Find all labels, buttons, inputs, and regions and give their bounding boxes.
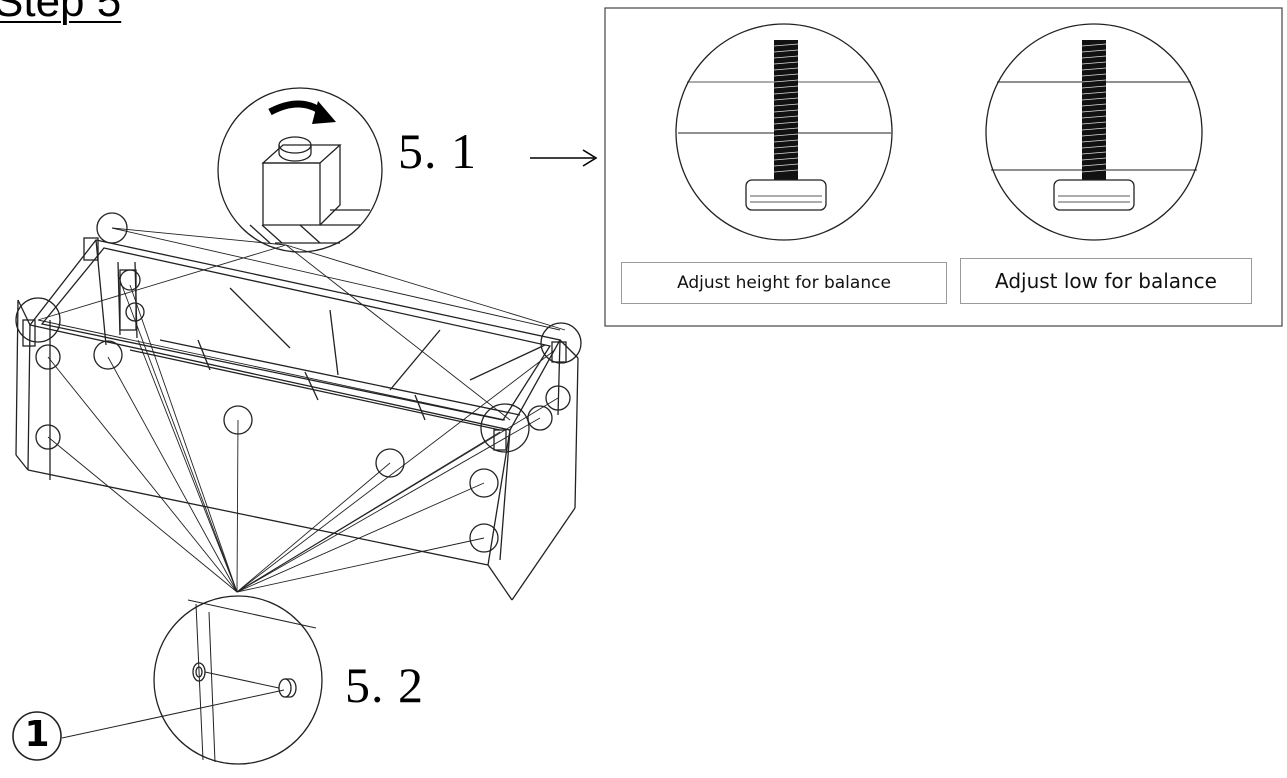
- right-arrow-icon: [530, 149, 598, 167]
- caption-adjust-low: Adjust low for balance: [960, 258, 1252, 304]
- caption-adjust-height: Adjust height for balance: [621, 262, 947, 304]
- detail-leader-lines-bottom: [47, 274, 559, 593]
- detail-label-leveling-foot: 5. 1: [398, 123, 477, 179]
- detail-leader-lines-top: [37, 227, 566, 421]
- callout-number: 1: [24, 714, 50, 755]
- step-title: Step 5: [0, 0, 122, 26]
- detail-label-part-insert: 5. 2: [345, 657, 424, 713]
- balance-panel: [604, 7, 1283, 327]
- detail-circle-leveling-foot: [217, 87, 383, 253]
- callout-circle: [12, 711, 62, 761]
- hole-markers: [15, 212, 582, 553]
- detail-circle-part-insert: [61, 595, 323, 765]
- foot-detail-lowered: [985, 23, 1203, 241]
- cabinet-frame: [15, 237, 579, 601]
- rotation-arrow-icon: [268, 100, 336, 124]
- foot-detail-raised: [675, 23, 893, 241]
